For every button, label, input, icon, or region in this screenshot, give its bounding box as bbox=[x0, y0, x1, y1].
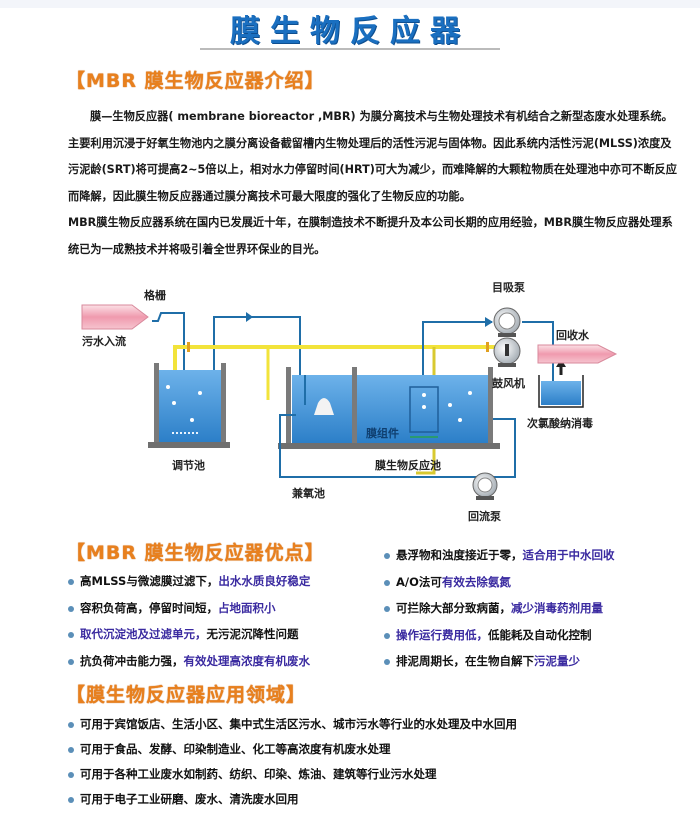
advantage-highlight: 减少消毒药剂用量 bbox=[511, 601, 603, 615]
intro-paragraph-2: MBR膜生物反应器系统在国内已发展近十年，在膜制造技术不断提升及本公司长期的应用… bbox=[68, 216, 673, 256]
intro-heading: 【MBR 膜生物反应器介绍】 bbox=[66, 70, 325, 92]
advantage-item: 操作运行费用低，低能耗及自动化控制 bbox=[382, 622, 615, 649]
disinfection-label: 次氯酸纳消毒 bbox=[527, 417, 593, 430]
suction-pump-label: 目吸泵 bbox=[492, 281, 525, 294]
return-pump-icon bbox=[472, 472, 498, 500]
applications-list: 可用于宾馆饭店、生活小区、集中式生活区污水、城市污水等行业的水处理及中水回用可用… bbox=[66, 712, 517, 812]
blower-label: 鼓风机 bbox=[492, 377, 525, 390]
membrane-module-icon bbox=[409, 386, 439, 433]
advantage-highlight: 操作运行费用低， bbox=[396, 627, 488, 642]
return-pump-label: 回流泵 bbox=[468, 510, 501, 523]
grille-label: 格栅 bbox=[144, 289, 166, 302]
advantage-highlight: 污泥量少 bbox=[534, 654, 580, 668]
advantage-highlight: 取代沉淀池及过滤单元， bbox=[80, 627, 207, 641]
valve-icon bbox=[187, 342, 190, 352]
membrane-module-label: 膜组件 bbox=[366, 427, 399, 440]
anoxic-tank-label: 兼氧池 bbox=[292, 487, 325, 500]
advantage-item: 悬浮物和浊度接近于零，适合用于中水回收 bbox=[382, 542, 615, 569]
advantage-text: A/O法可 bbox=[396, 574, 442, 589]
mixer-icon bbox=[314, 398, 334, 415]
equalization-tank bbox=[148, 363, 230, 448]
intro-paragraph-1: 膜—生物反应器( membrane bioreactor ,MBR) 为膜分离技… bbox=[68, 110, 677, 203]
advantage-item: 抗负荷冲击能力强，有效处理高浓度有机废水 bbox=[66, 648, 310, 675]
recycled-water-label: 回收水 bbox=[556, 329, 589, 342]
application-item: 可用于食品、发酵、印染制造业、化工等高浓度有机废水处理 bbox=[66, 737, 517, 762]
diagram-canvas bbox=[81, 304, 618, 500]
advantage-item: 排泥周期长，在生物自解下污泥量少 bbox=[382, 648, 615, 675]
advantages-list-left: 高MLSS与微滤膜过滤下，出水水质良好稳定容积负荷高，停留时间短，占地面积小取代… bbox=[66, 568, 310, 674]
title-divider bbox=[200, 48, 500, 50]
page-title: 膜生物反应器 bbox=[230, 14, 470, 49]
advantage-text: 可拦除大部分致病菌， bbox=[396, 601, 511, 615]
advantage-highlight: 出水水质良好稳定 bbox=[218, 574, 311, 588]
advantage-highlight: 有效去除氨氮 bbox=[441, 574, 511, 589]
advantage-item: 可拦除大部分致病菌，减少消毒药剂用量 bbox=[382, 595, 615, 622]
advantage-highlight: 有效处理高浓度有机废水 bbox=[183, 653, 311, 668]
advantage-item: A/O法可有效去除氨氮 bbox=[382, 569, 615, 596]
disinfection-tank bbox=[538, 359, 584, 408]
advantage-item: 高MLSS与微滤膜过滤下，出水水质良好稳定 bbox=[66, 568, 310, 595]
equalization-tank-label: 调节池 bbox=[172, 459, 205, 472]
blower-icon bbox=[493, 337, 521, 367]
advantage-text: 容积负荷高，停留时间短， bbox=[80, 600, 218, 615]
flow-arrow-icon bbox=[485, 317, 493, 327]
advantage-text: 排泥周期长，在生物自解下 bbox=[396, 654, 534, 668]
advantages-heading: 【MBR 膜生物反应器优点】 bbox=[66, 542, 325, 564]
advantage-text: 高MLSS与微滤膜过滤下， bbox=[80, 574, 219, 588]
application-item: 可用于宾馆饭店、生活小区、集中式生活区污水、城市污水等行业的水处理及中水回用 bbox=[66, 712, 517, 737]
inflow-pipe bbox=[167, 312, 185, 385]
mbr-tank bbox=[278, 367, 500, 449]
advantage-text: 低能耗及自动化控制 bbox=[488, 627, 592, 642]
advantage-text: 抗负荷冲击能力强， bbox=[80, 653, 184, 668]
valve-icon bbox=[486, 342, 489, 352]
mbr-process-diagram: 格栅 污水入流 目吸泵 回收水 鼓风机 次氯酸纳消毒 膜组件 调节池 膜生物反应… bbox=[60, 275, 680, 535]
recovered-water-arrow bbox=[537, 344, 618, 364]
inflow-label: 污水入流 bbox=[82, 335, 126, 348]
advantage-text: 悬浮物和浊度接近于零， bbox=[396, 548, 523, 562]
mbr-tank-label: 膜生物反应池 bbox=[375, 459, 441, 472]
advantage-highlight: 占地面积小 bbox=[218, 600, 276, 615]
advantage-text: 无污泥沉降性问题 bbox=[206, 627, 299, 641]
applications-heading: 【膜生物反应器应用领域】 bbox=[66, 684, 307, 706]
application-item: 可用于各种工业废水如制药、纺织、印染、炼油、建筑等行业污水处理 bbox=[66, 762, 517, 787]
inflow-arrow bbox=[81, 304, 149, 330]
advantage-item: 取代沉淀池及过滤单元，无污泥沉降性问题 bbox=[66, 621, 310, 648]
intro-text: 膜—生物反应器( membrane bioreactor ,MBR) 为膜分离技… bbox=[68, 104, 678, 263]
grille-icon bbox=[152, 312, 167, 322]
suction-pump-icon bbox=[493, 307, 521, 337]
application-item: 可用于电子工业研磨、废水、清洗废水回用 bbox=[66, 787, 517, 812]
return-pipe bbox=[279, 414, 516, 478]
top-band bbox=[0, 0, 700, 8]
advantage-highlight: 适合用于中水回收 bbox=[522, 548, 615, 562]
advantage-item: 容积负荷高，停留时间短，占地面积小 bbox=[66, 595, 310, 622]
flow-arrow-icon bbox=[246, 312, 253, 322]
